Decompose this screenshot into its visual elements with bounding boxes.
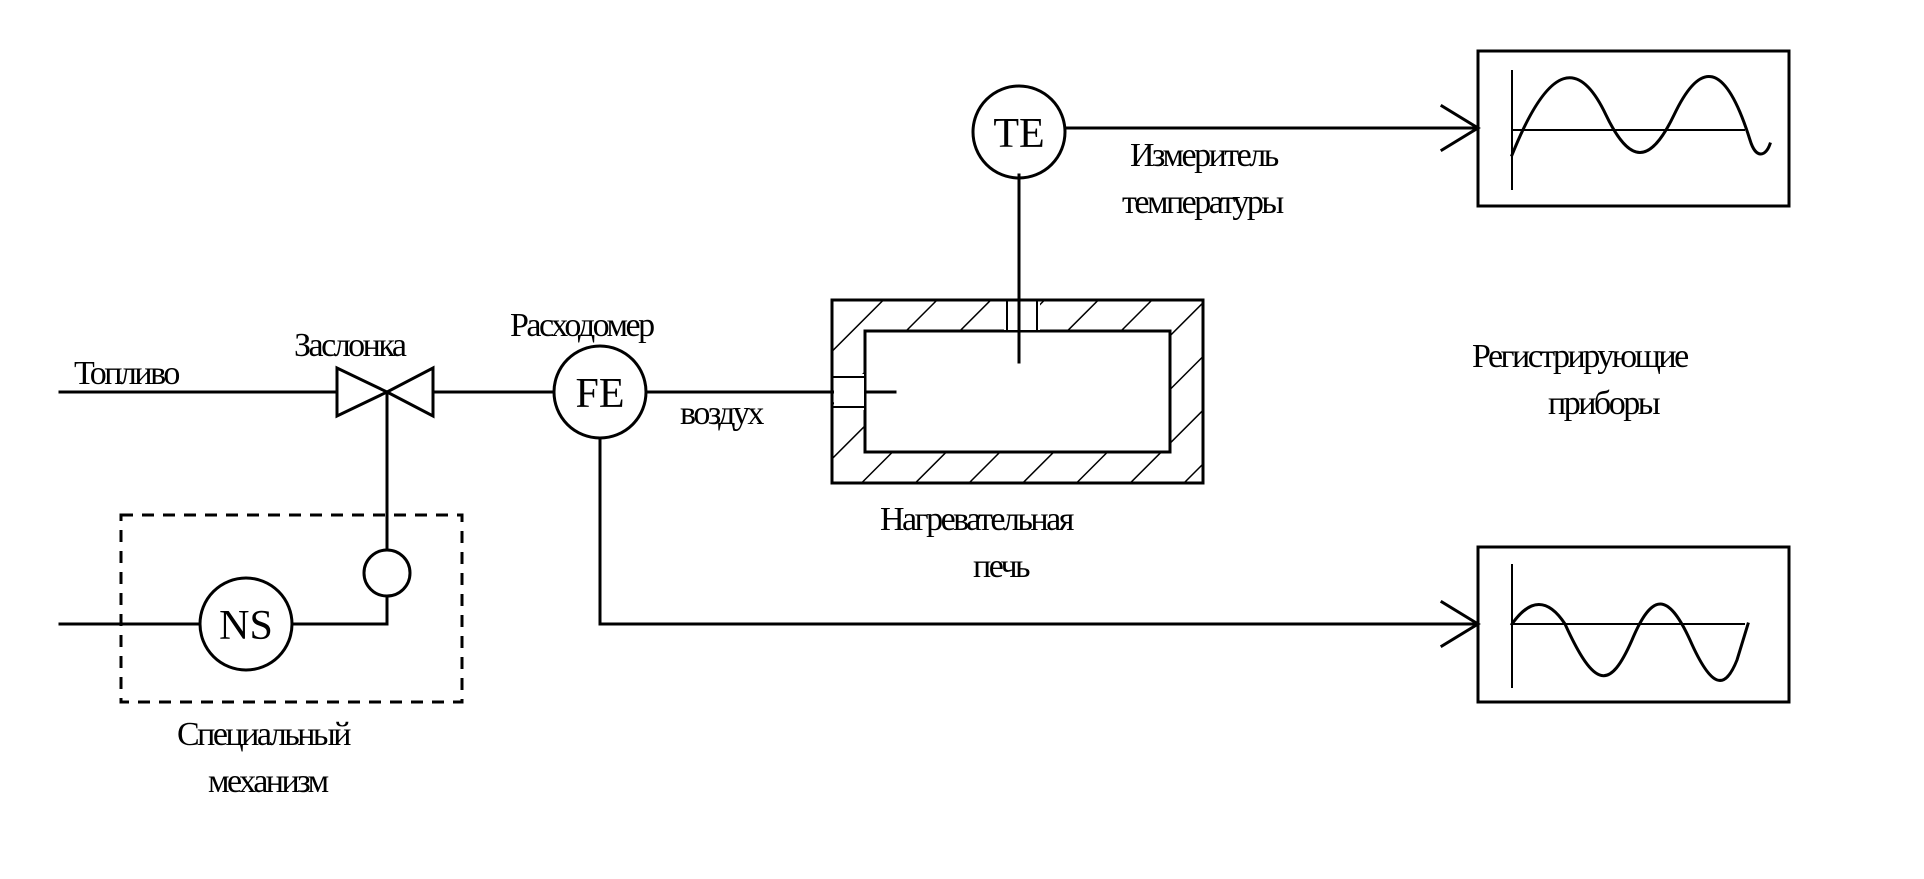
- actuator-circle: [362, 548, 412, 598]
- furnace-label-line1: Нагревательная: [880, 501, 1075, 538]
- mechanism-label-line1: Специальный: [177, 716, 351, 753]
- recorders-label-line2: приборы: [1548, 385, 1661, 422]
- fe-signal-line: [598, 436, 1480, 626]
- te-circle: [971, 84, 1067, 180]
- temp-meter-label-line2: температуры: [1122, 184, 1284, 221]
- furnace-label-line2: печь: [973, 548, 1030, 585]
- mechanism-label-line2: механизм: [208, 763, 329, 800]
- fe-symbol: FE: [575, 371, 624, 417]
- damper-label: Заслонка: [294, 327, 407, 364]
- te-symbol: TE: [993, 111, 1044, 157]
- temp-meter-label-line1: Измеритель: [1130, 137, 1279, 174]
- ns-symbol: NS: [219, 603, 273, 649]
- recorders-label-line1: Регистрирующие: [1472, 338, 1688, 375]
- heating-furnace: [830, 298, 1205, 485]
- flowmeter-label: Расходомер: [510, 307, 654, 344]
- special-mechanism-box: [119, 513, 464, 704]
- recorder-bottom: [1476, 545, 1791, 704]
- damper-valve: [335, 365, 435, 419]
- fuel-label: Топливо: [74, 355, 179, 392]
- recorder-top: [1476, 49, 1791, 208]
- air-label: воздух: [680, 395, 764, 432]
